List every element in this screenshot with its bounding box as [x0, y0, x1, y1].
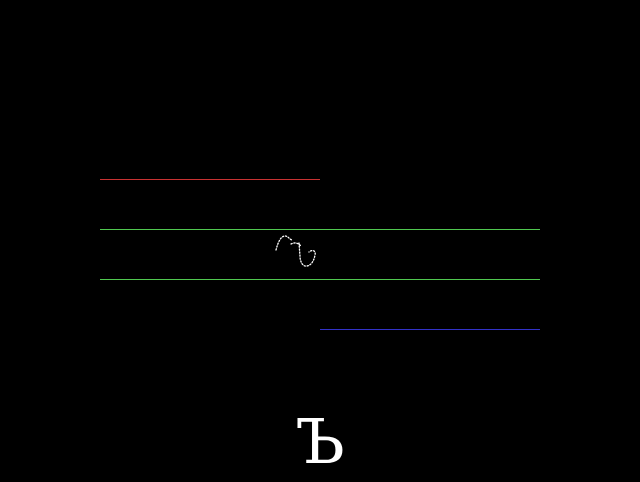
red-guide-line	[100, 179, 320, 180]
green-top-guide-line	[100, 229, 540, 230]
large-letter-glyph: Ъ	[295, 405, 345, 478]
dotted-stroke-hook	[290, 242, 302, 247]
green-bottom-guide-line	[100, 279, 540, 280]
dotted-handwriting-glyph	[275, 235, 316, 267]
dotted-stroke-loop	[298, 242, 316, 267]
dotted-stroke-arc	[275, 235, 293, 251]
blue-guide-line	[320, 329, 540, 330]
